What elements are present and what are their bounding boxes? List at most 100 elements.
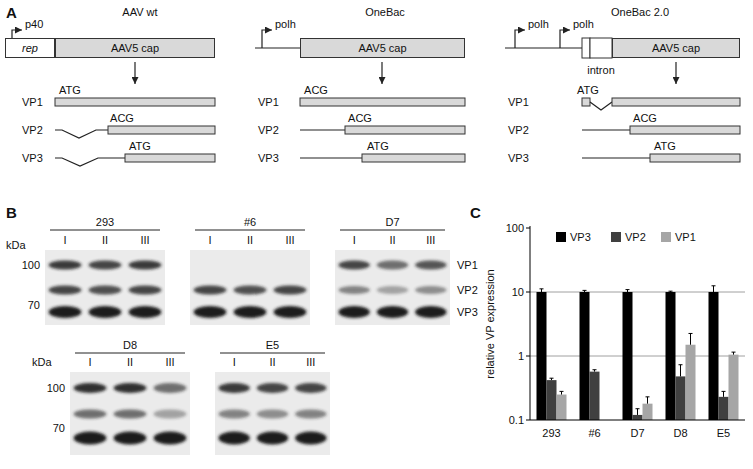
protein-band (49, 306, 82, 318)
error-bar (680, 365, 681, 377)
legend-entry: VP3 (556, 231, 591, 243)
value-bar (666, 292, 676, 420)
band-label: VP3 (457, 306, 478, 319)
category-label: D7 (630, 427, 644, 440)
group-underline (195, 230, 305, 231)
construct-panel (12, 30, 740, 166)
codon-label: ACG (633, 112, 657, 125)
vp-orf-bar (612, 98, 740, 106)
value-bar (729, 355, 739, 420)
vp-label: VP2 (508, 124, 529, 137)
vp-label: VP1 (508, 96, 529, 109)
sample-label: E5 (266, 339, 279, 352)
error-bar (647, 397, 648, 404)
vp-orf-bar (650, 154, 740, 162)
protein-band (89, 261, 122, 270)
protein-band (154, 410, 187, 419)
gene-name: AAV5 cap (358, 42, 406, 54)
protein-band (274, 286, 307, 295)
error-cap (593, 369, 597, 370)
cap-gene-box: AAV5 cap (612, 38, 740, 58)
value-bar (557, 395, 567, 420)
error-cap (583, 290, 587, 291)
protein-band (257, 432, 288, 445)
vp-label: VP3 (258, 152, 279, 165)
protein-band (415, 286, 446, 294)
mw-marker: 70 (28, 299, 40, 312)
protein-band (49, 261, 82, 270)
value-bar (686, 345, 696, 420)
vp-label: VP2 (258, 124, 279, 137)
gene-line (300, 157, 362, 158)
band-label: VP1 (457, 259, 478, 272)
protein-band (415, 306, 446, 318)
error-bar (690, 333, 691, 344)
group-underline (220, 353, 325, 354)
protein-band (338, 286, 369, 294)
error-cap (560, 391, 564, 392)
protein-band (194, 306, 227, 318)
codon-label: ATG (367, 140, 389, 153)
value-bar (633, 415, 643, 420)
category-label: 293 (542, 427, 560, 440)
axis-tick: 0.1 (509, 414, 524, 427)
lane-label: III (285, 234, 294, 247)
legend-text: VP2 (625, 231, 646, 243)
legend-swatch (556, 232, 566, 242)
protein-band (154, 432, 187, 445)
protein-band (129, 306, 162, 318)
vp-orf-bar (125, 154, 215, 162)
panel-letter: A (6, 4, 17, 21)
legend-entry: VP2 (611, 231, 646, 243)
axis-tick-mark (526, 420, 530, 421)
splice-line (55, 130, 108, 138)
axis-tick: 10 (512, 286, 524, 299)
value-bar (547, 380, 557, 420)
genome-line (505, 47, 582, 48)
blot-membrane (335, 250, 450, 325)
error-cap (689, 333, 693, 334)
error-cap (550, 378, 554, 379)
codon-label: ACG (348, 112, 372, 125)
panel-letter: B (6, 204, 17, 221)
protein-band (154, 383, 187, 393)
vp-orf-bar (362, 154, 465, 162)
blot-membrane (215, 372, 330, 455)
protein-band (114, 432, 147, 445)
protein-band (114, 383, 147, 393)
protein-band (377, 306, 408, 318)
mw-unit: kDa (6, 239, 26, 252)
error-cap (636, 408, 640, 409)
error-cap (669, 291, 673, 292)
vp-orf-bar (300, 98, 465, 106)
lane-label: III (306, 356, 315, 369)
vp-orf-bar (108, 126, 215, 134)
construct-title: OneBac (365, 6, 405, 19)
protein-band (74, 432, 107, 445)
lane-label: III (165, 356, 174, 369)
gene-line (300, 129, 345, 130)
lane-label: II (389, 234, 395, 247)
blot-membrane (70, 372, 190, 455)
protein-band (377, 261, 408, 270)
mw-unit: kDa (32, 356, 52, 369)
lane-label: II (269, 356, 275, 369)
error-cap (722, 391, 726, 392)
panel-letter: C (470, 204, 481, 221)
sample-label: 293 (96, 216, 114, 229)
construct-title: AAV wt (122, 6, 157, 19)
group-underline (340, 230, 445, 231)
gene-name: AAV5 cap (652, 42, 700, 54)
protein-band (89, 286, 122, 295)
protein-band (194, 286, 227, 295)
protein-band (338, 306, 369, 318)
axis-tick-mark (526, 228, 530, 229)
vp-orf-bar (630, 126, 740, 134)
axis-tick-mark (526, 356, 530, 357)
value-bar (643, 404, 653, 420)
legend-swatch (611, 232, 621, 242)
codon-label: ATG (129, 140, 151, 153)
splice-line (55, 158, 125, 166)
protein-band (274, 306, 307, 318)
error-cap (732, 352, 736, 353)
